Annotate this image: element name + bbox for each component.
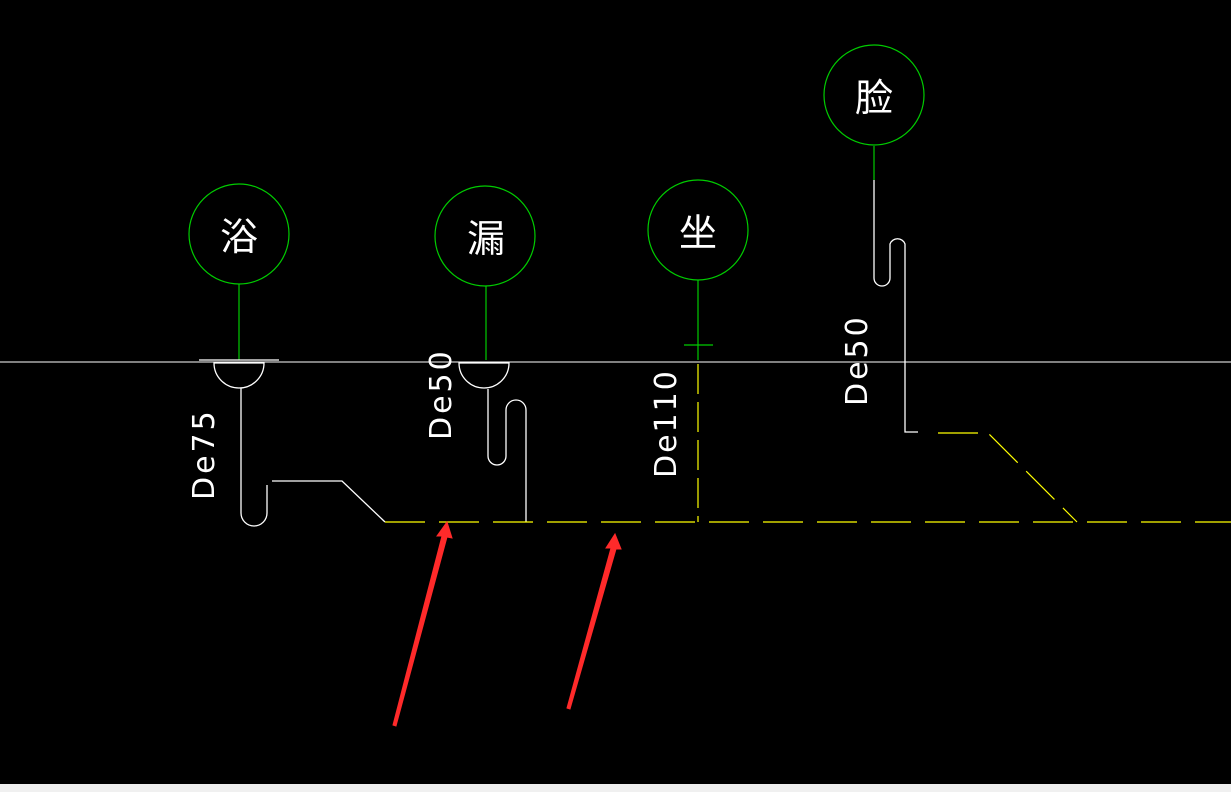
- pipe-floor-drain: [458, 362, 527, 522]
- fixture-washbasin-circle: [823, 44, 925, 146]
- fixture-floor-drain-circle: [434, 185, 536, 287]
- fixture-floor-drain-symbol: 漏: [467, 217, 505, 261]
- main-drain-pipe: [385, 432, 1231, 523]
- fixture-toilet-symbol: 坐: [679, 211, 717, 255]
- annotation-arrow-1: [392, 520, 453, 727]
- fixture-bath[interactable]: 浴: [188, 183, 290, 360]
- pipe-label-toilet: De110: [649, 369, 684, 478]
- fixture-floor-drain[interactable]: 漏: [434, 185, 536, 360]
- fixture-toilet[interactable]: 坐: [647, 179, 749, 360]
- fixture-washbasin-symbol: 脸: [855, 76, 893, 120]
- pipe-label-bath: De75: [187, 408, 222, 500]
- pipe-bath: [199, 359, 386, 527]
- status-bar: [0, 784, 1231, 792]
- pipe-washbasin: [873, 180, 918, 433]
- annotation-arrow-2: [566, 532, 622, 710]
- fixture-washbasin[interactable]: 脸: [823, 44, 925, 180]
- pipe-label-floor-drain: De50: [424, 348, 459, 440]
- pipe-label-washbasin: De50: [840, 314, 875, 406]
- fixture-bath-symbol: 浴: [220, 215, 258, 259]
